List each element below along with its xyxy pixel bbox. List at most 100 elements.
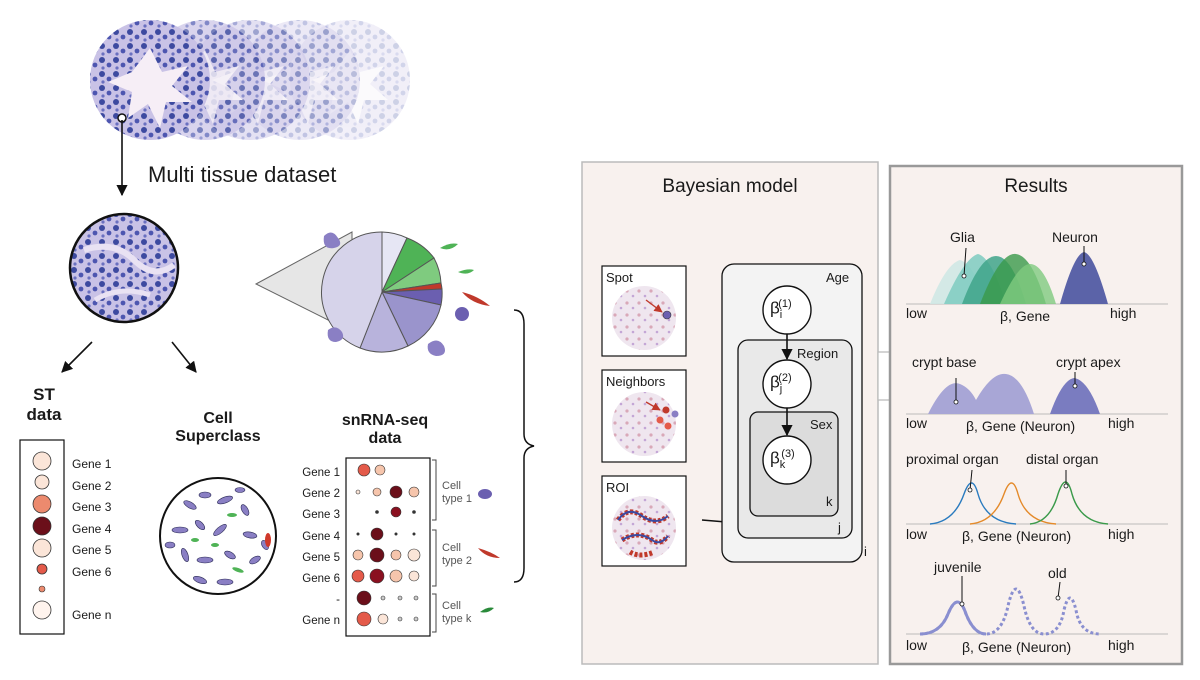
panel1-axis: β, Gene xyxy=(1000,308,1051,324)
superclass-title: Cell Superclass xyxy=(168,410,268,446)
st-gene: Gene 6 xyxy=(72,564,112,579)
panel3-high: high xyxy=(1108,526,1135,542)
panel2-axis: β, Gene (Neuron) xyxy=(966,418,1076,434)
plate-age-label: Age xyxy=(826,270,850,285)
pie-chart xyxy=(321,231,443,353)
beta-2-sub: j xyxy=(779,383,783,396)
input-roi-label: ROI xyxy=(606,480,630,495)
input-spot-label: Spot xyxy=(606,270,633,285)
panel2-low: low xyxy=(906,415,928,431)
beta-1-base: β xyxy=(770,298,780,318)
neuron-label: Neuron xyxy=(1052,229,1098,245)
cell-shapes xyxy=(323,232,490,356)
superclass-circle xyxy=(159,477,277,595)
proximal-organ-label: proximal organ xyxy=(906,451,999,467)
plate-i-label: i xyxy=(864,544,867,559)
crypt-base-label: crypt base xyxy=(912,354,977,370)
snrna-row: Gene 6 xyxy=(302,573,340,586)
snrna-row: Gene n xyxy=(302,615,340,628)
result-organ xyxy=(906,469,1168,525)
panel1-high: high xyxy=(1110,305,1137,321)
beta-3-sub: k xyxy=(779,459,786,472)
snrna-row: Gene 3 xyxy=(302,509,340,522)
st-gene: Gene 3 xyxy=(72,500,112,515)
plate-diagram xyxy=(721,263,863,563)
st-title-line1: ST xyxy=(33,385,55,404)
beta-1-sub: i xyxy=(779,309,783,322)
snrna-title-line1: snRNA-seq xyxy=(341,412,429,429)
result-glia-neuron xyxy=(906,246,1168,305)
crypt-apex-label: crypt apex xyxy=(1056,354,1121,370)
st-gene-dots xyxy=(32,451,52,620)
snrna-dots xyxy=(351,463,421,627)
result-age xyxy=(906,576,1168,636)
beta-2-base: β xyxy=(770,372,780,392)
arrow-to-st xyxy=(61,341,93,373)
panel2-high: high xyxy=(1108,415,1135,431)
snrna-title: snRNA-seq data xyxy=(330,412,440,448)
st-gene: Gene 1 xyxy=(72,457,112,471)
st-title: ST data xyxy=(22,385,66,425)
zoomed-tissue xyxy=(68,212,180,324)
cell-type-1-line1: Cell xyxy=(442,480,461,492)
panel1-low: low xyxy=(906,305,928,321)
st-gene-list: Gene 1 Gene 2 Gene 3 Gene 4 Gene 5 Gene … xyxy=(72,454,111,627)
results-panel xyxy=(888,164,1184,666)
arrow-to-superclass xyxy=(171,341,197,373)
dataset-label: Multi tissue dataset xyxy=(148,162,337,187)
cell-type-2-line2: type 2 xyxy=(442,555,472,567)
beta-3-sup: (3) xyxy=(781,448,795,460)
cell-type-2-label: Cell type 2 xyxy=(442,542,472,568)
snrna-row: Gene 4 xyxy=(302,530,340,543)
panel4-axis: β, Gene (Neuron) xyxy=(962,639,1072,655)
beta-2-sup: (2) xyxy=(778,372,792,384)
st-gene: Gene 4 xyxy=(72,521,112,536)
plate-j-label: j xyxy=(838,520,841,535)
old-label: old xyxy=(1048,565,1067,581)
snrna-row: Gene 2 xyxy=(302,488,340,501)
snrna-row: - xyxy=(336,594,340,607)
cell-type-2-line1: Cell xyxy=(442,542,461,554)
st-gene: Gene 5 xyxy=(72,543,112,558)
st-title-line2: data xyxy=(26,405,62,424)
superclass-title-line1: Cell xyxy=(203,410,233,427)
snrna-title-line2: data xyxy=(368,430,402,447)
beta-node-1: βi(1) xyxy=(770,298,796,321)
result-crypt xyxy=(906,372,1168,415)
cell-type-2-icon xyxy=(478,548,500,558)
juvenile-label: juvenile xyxy=(934,559,982,575)
snrna-box xyxy=(345,457,431,637)
beta-3-base: β xyxy=(770,448,780,468)
snrna-brackets xyxy=(432,459,437,633)
st-gene: Gene 2 xyxy=(72,478,112,493)
cell-type-1-icon xyxy=(478,489,492,499)
input-neighbors-label: Neighbors xyxy=(606,374,666,389)
plate-region-label: Region xyxy=(797,346,839,361)
cell-type-k-line1: Cell xyxy=(442,600,461,612)
plate-k-label: k xyxy=(826,494,833,509)
cell-type-1-line2: type 1 xyxy=(442,493,472,505)
model-input-thumbs xyxy=(601,265,687,567)
beta-node-3: βk(3) xyxy=(770,448,799,471)
distal-organ-label: distal organ xyxy=(1026,451,1099,467)
snrna-row: Gene 5 xyxy=(302,551,340,564)
st-gene: Gene n xyxy=(72,608,112,623)
cell-type-k-line2: type k xyxy=(442,613,472,625)
snrna-row-labels: Gene 1 Gene 2 Gene 3 Gene 4 Gene 5 Gene … xyxy=(290,463,340,633)
panel4-low: low xyxy=(906,637,928,653)
panel4-high: high xyxy=(1108,637,1135,653)
cell-type-k-icon xyxy=(480,607,494,613)
merge-brace xyxy=(513,309,535,583)
beta-node-2: βj(2) xyxy=(770,372,796,395)
snrna-row: Gene 1 xyxy=(302,467,340,479)
beta-1-sup: (1) xyxy=(778,298,792,310)
cell-type-1-label: Cell type 1 xyxy=(442,480,472,506)
plate-sex-label: Sex xyxy=(810,417,833,432)
panel3-axis: β, Gene (Neuron) xyxy=(962,528,1072,544)
superclass-title-line2: Superclass xyxy=(175,428,261,445)
cell-type-k-label: Cell type k xyxy=(442,600,471,626)
model-title: Bayesian model xyxy=(662,176,798,197)
results-title: Results xyxy=(1004,176,1068,197)
panel3-low: low xyxy=(906,526,928,542)
